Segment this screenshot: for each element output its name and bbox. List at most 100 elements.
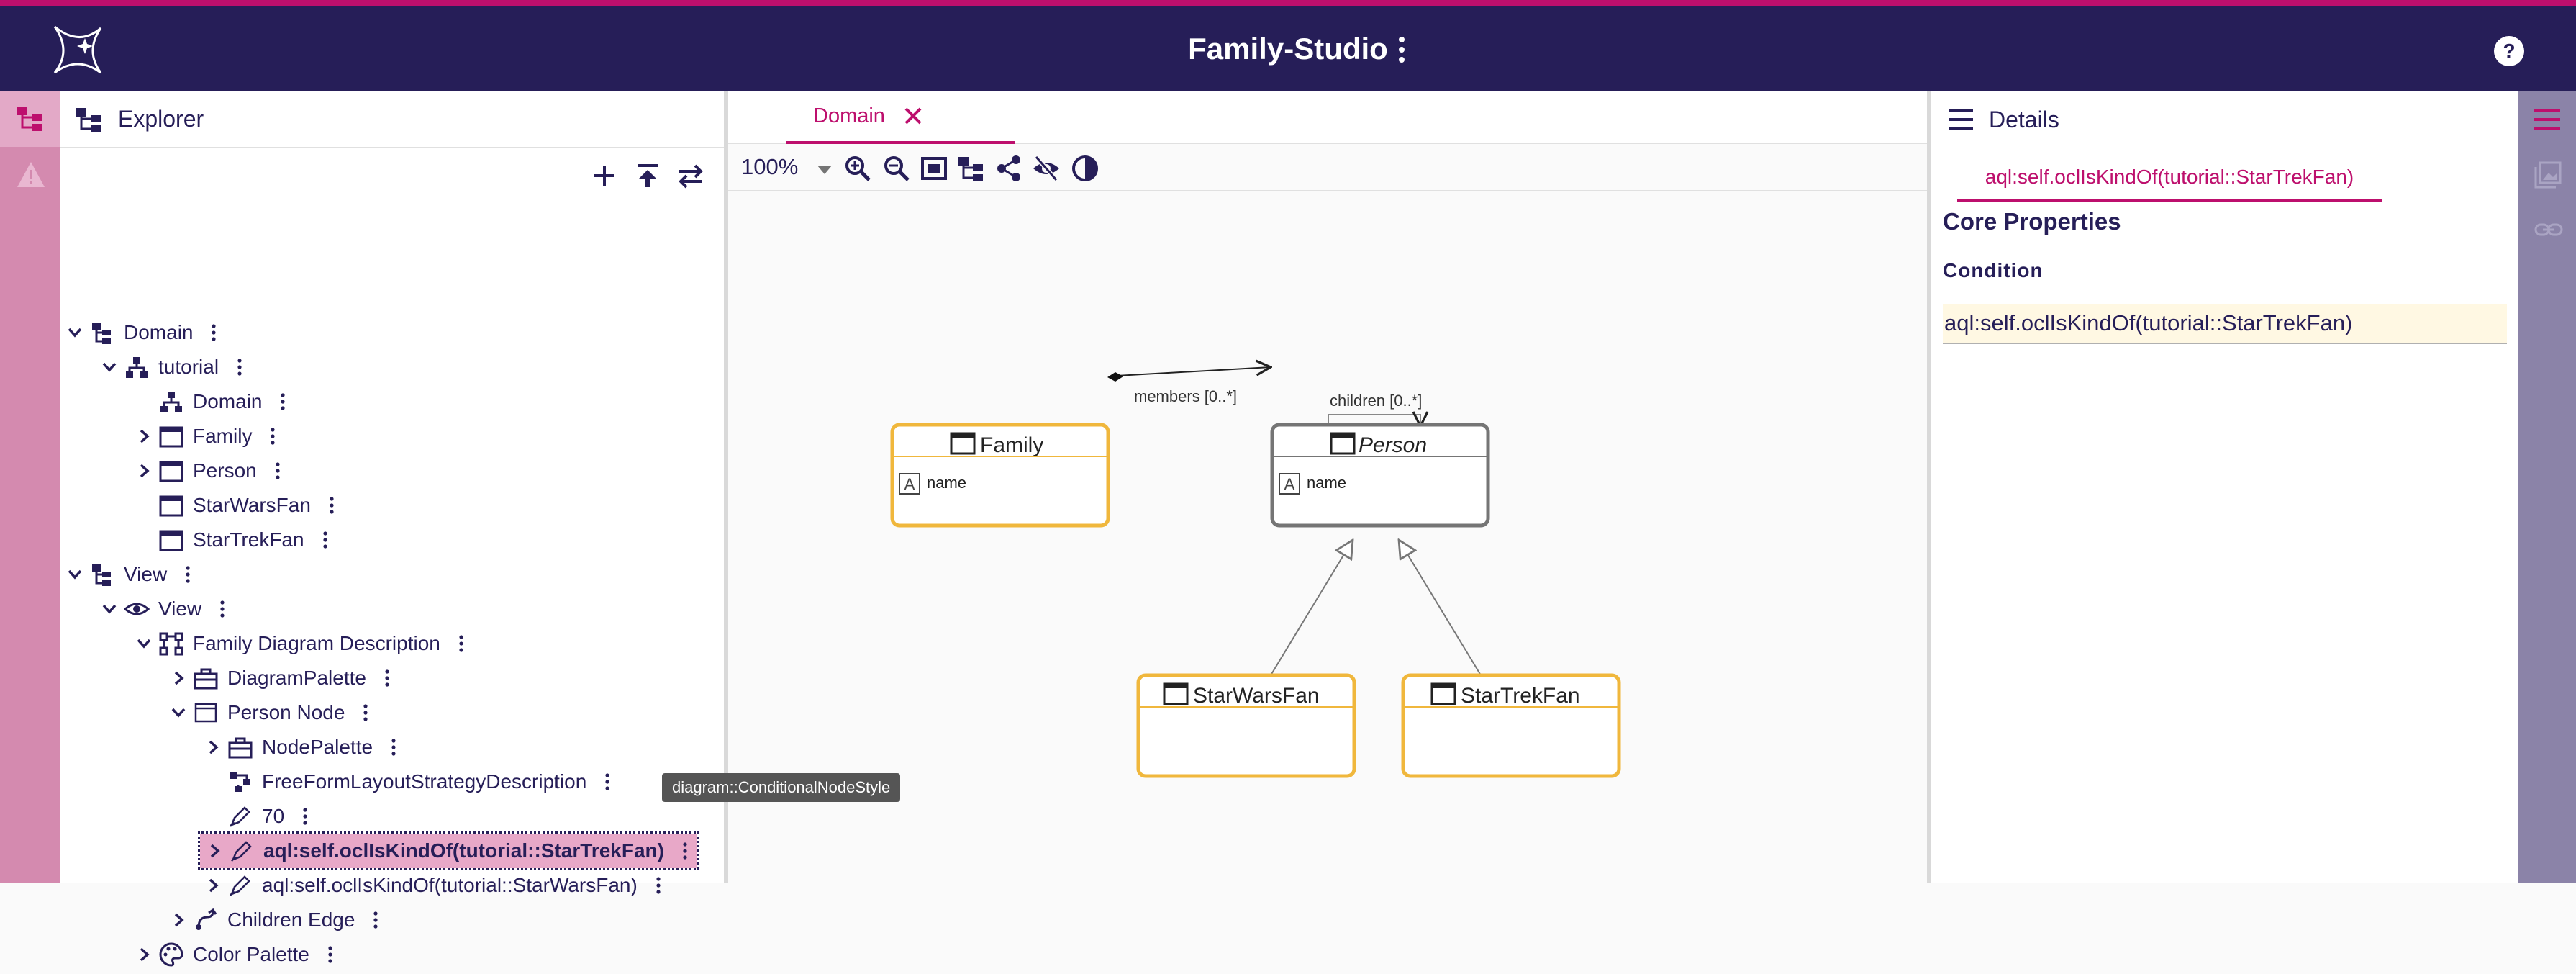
tree-item[interactable]: StarWarsFan xyxy=(130,488,337,523)
chevron-down-icon[interactable] xyxy=(95,353,124,382)
diagram-toolbar: 100% xyxy=(728,145,1927,191)
menu-icon[interactable] xyxy=(2533,107,2562,132)
tree-item[interactable]: DiagramPalette xyxy=(164,661,392,695)
tree-item[interactable]: Domain xyxy=(60,315,219,350)
more-vert-icon[interactable] xyxy=(235,356,245,378)
chevron-right-icon[interactable] xyxy=(164,664,193,693)
more-vert-icon[interactable] xyxy=(278,391,288,412)
tree-item[interactable]: View xyxy=(60,557,193,592)
tree-item-label: aql:self.oclIsKindOf(tutorial::StarTrekF… xyxy=(263,839,664,862)
children-edge[interactable] xyxy=(1328,415,1420,426)
chevron-right-icon[interactable] xyxy=(130,422,158,451)
more-vert-icon[interactable] xyxy=(1393,35,1410,64)
zoom-level-select[interactable]: 100% xyxy=(741,154,799,179)
condition-field[interactable]: aql:self.oclIsKindOf(tutorial::StarTrekF… xyxy=(1943,304,2507,344)
domain-tree-icon xyxy=(89,320,115,346)
chevron-right-icon[interactable] xyxy=(130,940,158,969)
chevron-down-icon[interactable] xyxy=(60,318,89,347)
zoom-out-icon[interactable] xyxy=(882,154,911,183)
tree-item[interactable]: Person Node xyxy=(164,695,371,730)
swap-icon[interactable] xyxy=(676,161,705,190)
hide-icon[interactable] xyxy=(1032,154,1061,183)
close-icon[interactable] xyxy=(901,104,925,128)
plus-icon[interactable] xyxy=(590,161,619,190)
starwarsfan-node[interactable]: StarWarsFan xyxy=(1136,673,1356,778)
help-icon[interactable]: ? xyxy=(2493,35,2525,67)
more-vert-icon[interactable] xyxy=(300,806,310,827)
more-vert-icon[interactable] xyxy=(325,944,335,965)
details-splitter[interactable] xyxy=(1927,91,1931,883)
more-vert-icon[interactable] xyxy=(360,702,371,723)
class-icon xyxy=(1430,682,1456,705)
more-vert-icon[interactable] xyxy=(327,495,337,516)
tree-item-label: 70 xyxy=(262,805,285,827)
members-edge[interactable] xyxy=(1116,367,1271,376)
more-vert-icon[interactable] xyxy=(382,667,392,689)
details-header: Details xyxy=(1931,91,2518,148)
tree-item[interactable]: FreeFormLayoutStrategyDescription xyxy=(199,765,612,799)
more-vert-icon[interactable] xyxy=(456,633,466,654)
more-vert-icon[interactable] xyxy=(273,460,283,482)
person-node[interactable]: Person A name xyxy=(1270,423,1490,528)
share-icon[interactable] xyxy=(994,154,1023,183)
more-vert-icon[interactable] xyxy=(680,840,690,862)
tree-item[interactable]: aql:self.oclIsKindOf(tutorial::StarTrekF… xyxy=(198,831,699,870)
tree-indent-spacer xyxy=(130,526,158,554)
chevron-right-icon[interactable] xyxy=(164,906,193,934)
diagram-canvas[interactable]: members [0..*] children [0..*] Family A … xyxy=(728,193,1927,883)
tree-item[interactable]: StarTrekFan xyxy=(130,523,330,557)
more-vert-icon[interactable] xyxy=(389,736,399,758)
chevron-down-icon[interactable] xyxy=(815,161,835,179)
tree-item[interactable]: tutorial xyxy=(95,350,245,384)
tree-item[interactable]: Person xyxy=(130,454,283,488)
tree-item[interactable]: Color Palette xyxy=(130,937,335,972)
more-vert-icon[interactable] xyxy=(183,564,193,585)
tree-item[interactable]: Domain xyxy=(130,384,288,419)
person-node-attribute: name xyxy=(1307,474,1346,492)
more-vert-icon[interactable] xyxy=(653,875,663,896)
tree-item[interactable]: NodePalette xyxy=(199,730,399,765)
startrekfan-node[interactable]: StarTrekFan xyxy=(1401,673,1621,778)
explorer-splitter[interactable] xyxy=(724,91,728,883)
family-node[interactable]: Family A name xyxy=(890,423,1110,528)
arrange-all-icon[interactable] xyxy=(957,154,986,183)
chevron-right-icon[interactable] xyxy=(199,871,227,900)
more-vert-icon[interactable] xyxy=(268,425,278,447)
chevron-right-icon[interactable] xyxy=(200,837,229,865)
svg-text:A: A xyxy=(904,475,915,493)
explorer-tree-icon[interactable] xyxy=(16,104,46,134)
chevron-right-icon[interactable] xyxy=(199,733,227,762)
generalization-edge-startrekfan[interactable] xyxy=(1399,540,1482,676)
tree-item-label: View xyxy=(124,563,168,585)
tree-item[interactable]: Family Diagram Description xyxy=(130,626,466,661)
fit-to-screen-icon[interactable] xyxy=(920,154,948,183)
tree-item[interactable]: View xyxy=(95,592,227,626)
more-vert-icon[interactable] xyxy=(371,909,381,931)
more-vert-icon[interactable] xyxy=(602,771,612,793)
tree-item-label: Domain xyxy=(193,390,263,412)
gallery-icon[interactable] xyxy=(2534,161,2562,189)
chevron-right-icon[interactable] xyxy=(130,456,158,485)
more-vert-icon[interactable] xyxy=(209,322,219,343)
contrast-icon[interactable] xyxy=(1071,154,1099,183)
link-icon[interactable] xyxy=(2534,219,2563,240)
generalization-edge-starwarsfan[interactable] xyxy=(1270,540,1353,676)
more-vert-icon[interactable] xyxy=(217,598,227,620)
tree-item[interactable]: Children Edge xyxy=(164,903,381,937)
zoom-in-icon[interactable] xyxy=(843,154,872,183)
chevron-down-icon[interactable] xyxy=(95,595,124,623)
chevron-down-icon[interactable] xyxy=(164,698,193,727)
warning-icon[interactable] xyxy=(16,160,46,190)
chevron-down-icon[interactable] xyxy=(130,629,158,658)
tab-domain[interactable]: Domain xyxy=(786,91,1015,144)
app-logo-icon[interactable] xyxy=(50,22,105,77)
entity-icon xyxy=(158,492,184,518)
chevron-down-icon[interactable] xyxy=(60,560,89,589)
tree-item[interactable]: aql:self.oclIsKindOf(tutorial::StarWarsF… xyxy=(199,868,663,903)
details-tab-condition[interactable]: aql:self.oclIsKindOf(tutorial::StarTrekF… xyxy=(1957,155,2382,202)
tree-item[interactable]: Family xyxy=(130,419,278,454)
rail-active-indicator xyxy=(0,91,60,147)
tree-item[interactable]: 70 xyxy=(199,799,310,834)
more-vert-icon[interactable] xyxy=(320,529,330,551)
upload-icon[interactable] xyxy=(633,161,662,190)
